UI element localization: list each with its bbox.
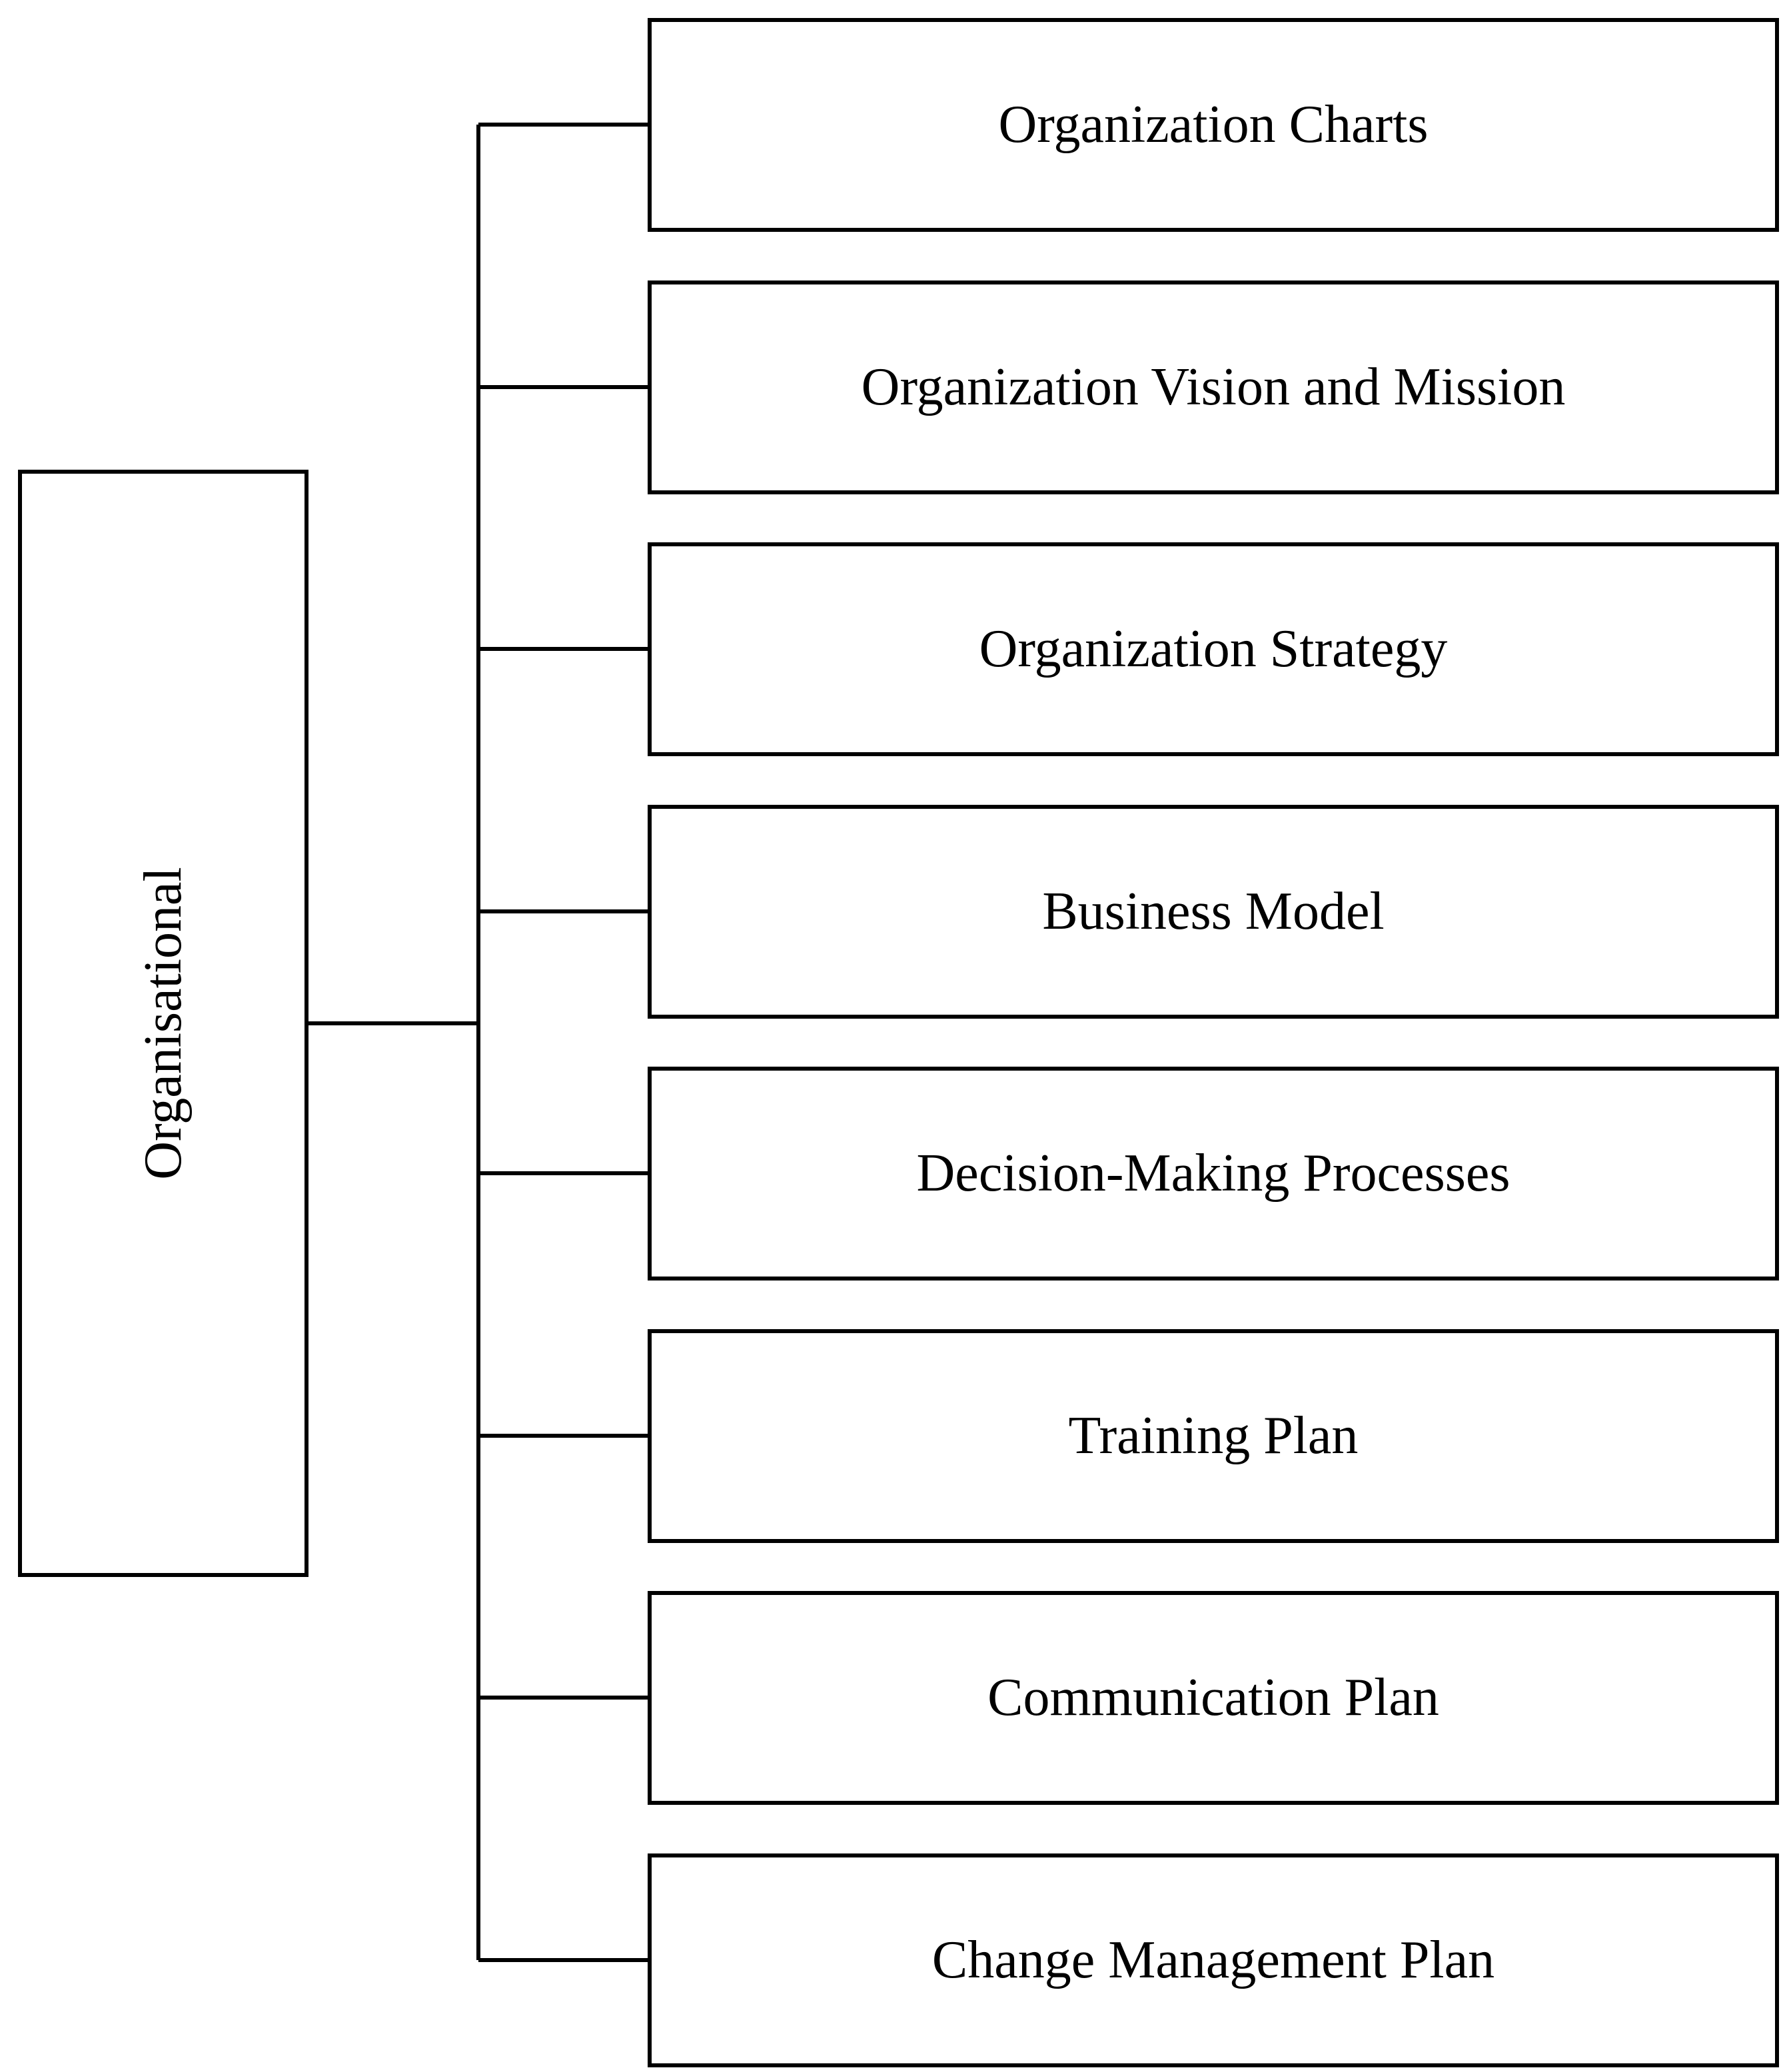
child-box bbox=[648, 1591, 1779, 1805]
root-box bbox=[18, 470, 308, 1577]
child-label: Organization Charts bbox=[998, 95, 1428, 154]
child-label: Training Plan bbox=[1069, 1406, 1359, 1465]
child-node-business-model: Business Model bbox=[648, 805, 1779, 1019]
child-box bbox=[648, 805, 1779, 1019]
connectors bbox=[306, 123, 650, 1962]
root-label: Organisational bbox=[134, 867, 193, 1180]
root-node: Organisational bbox=[18, 470, 308, 1577]
child-box bbox=[648, 18, 1779, 232]
child-node-training-plan: Training Plan bbox=[648, 1329, 1779, 1543]
child-box bbox=[648, 1853, 1779, 2067]
child-node-decision-making-processes: Decision-Making Processes bbox=[648, 1067, 1779, 1281]
child-label: Change Management Plan bbox=[932, 1931, 1494, 1989]
child-node-communication-plan: Communication Plan bbox=[648, 1591, 1779, 1805]
child-label: Business Model bbox=[1042, 882, 1384, 941]
child-box bbox=[648, 542, 1779, 756]
child-label: Organization Vision and Mission bbox=[862, 358, 1566, 416]
child-label: Organization Strategy bbox=[979, 620, 1448, 678]
child-node-organization-charts: Organization Charts bbox=[648, 18, 1779, 232]
child-box bbox=[648, 280, 1779, 494]
child-node-change-management-plan: Change Management Plan bbox=[648, 1853, 1779, 2067]
child-node-organization-strategy: Organization Strategy bbox=[648, 542, 1779, 756]
child-label: Communication Plan bbox=[987, 1668, 1439, 1727]
child-box bbox=[648, 1329, 1779, 1543]
child-box bbox=[648, 1067, 1779, 1281]
child-label: Decision-Making Processes bbox=[917, 1144, 1510, 1203]
child-node-organization-vision-and-mission: Organization Vision and Mission bbox=[648, 280, 1779, 494]
